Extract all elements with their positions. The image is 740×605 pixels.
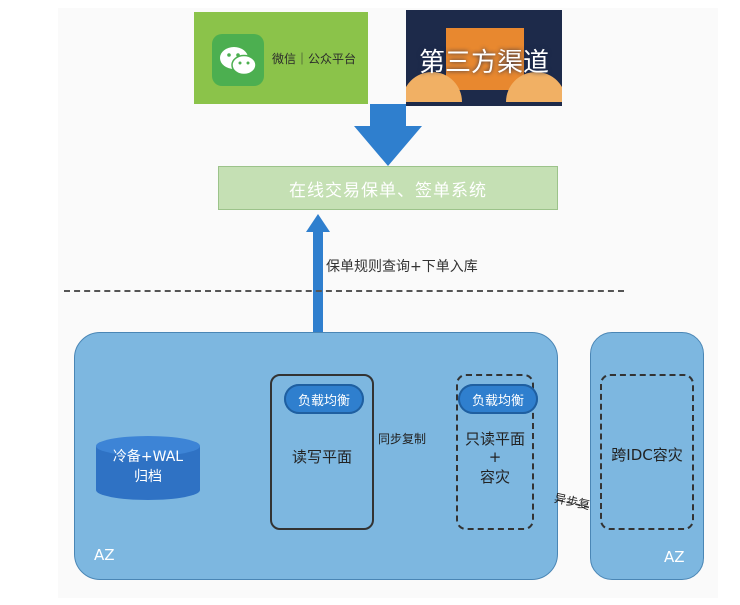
down-arrow-icon	[354, 104, 422, 166]
read-only-plane-box	[456, 374, 534, 530]
sync-replication-label: 同步复制	[378, 432, 427, 446]
cross-idc-dr-label: 跨IDC容灾	[611, 446, 683, 464]
storage-label-line1: 冷备+WAL	[112, 449, 184, 465]
remote-az-label: AZ	[664, 548, 685, 566]
read-only-plus-sign: +	[488, 448, 502, 466]
read-only-plane-label: 只读平面	[464, 430, 525, 448]
third-party-channel-image: 第三方渠道	[406, 10, 562, 106]
online-trading-system-box: 在线交易保单、签单系统	[218, 166, 558, 210]
read-write-plane-box	[270, 374, 374, 530]
load-balancer-cloud-icon: 负载均衡	[284, 384, 364, 414]
primary-az-label: AZ	[94, 546, 115, 564]
disaster-recovery-label: 容灾	[479, 468, 510, 486]
wechat-icon	[212, 34, 264, 86]
package-box-icon	[446, 28, 524, 90]
wechat-platform-logo: 微信｜公众平台	[194, 12, 368, 104]
storage-label-line2: 归档	[134, 469, 162, 485]
read-write-plane-label: 读写平面	[291, 448, 352, 466]
remote-az-container	[590, 332, 704, 580]
storage-cylinder-top	[96, 436, 200, 456]
policy-query-label: 保单规则查询+下单入库	[326, 259, 478, 275]
load-balancer-cloud-icon: 负载均衡	[458, 384, 538, 414]
boundary-divider	[64, 290, 624, 292]
third-party-channel-text: 第三方渠道	[418, 48, 549, 78]
wechat-platform-text: 微信｜公众平台	[272, 52, 357, 66]
cross-idc-dr-box	[600, 374, 694, 530]
